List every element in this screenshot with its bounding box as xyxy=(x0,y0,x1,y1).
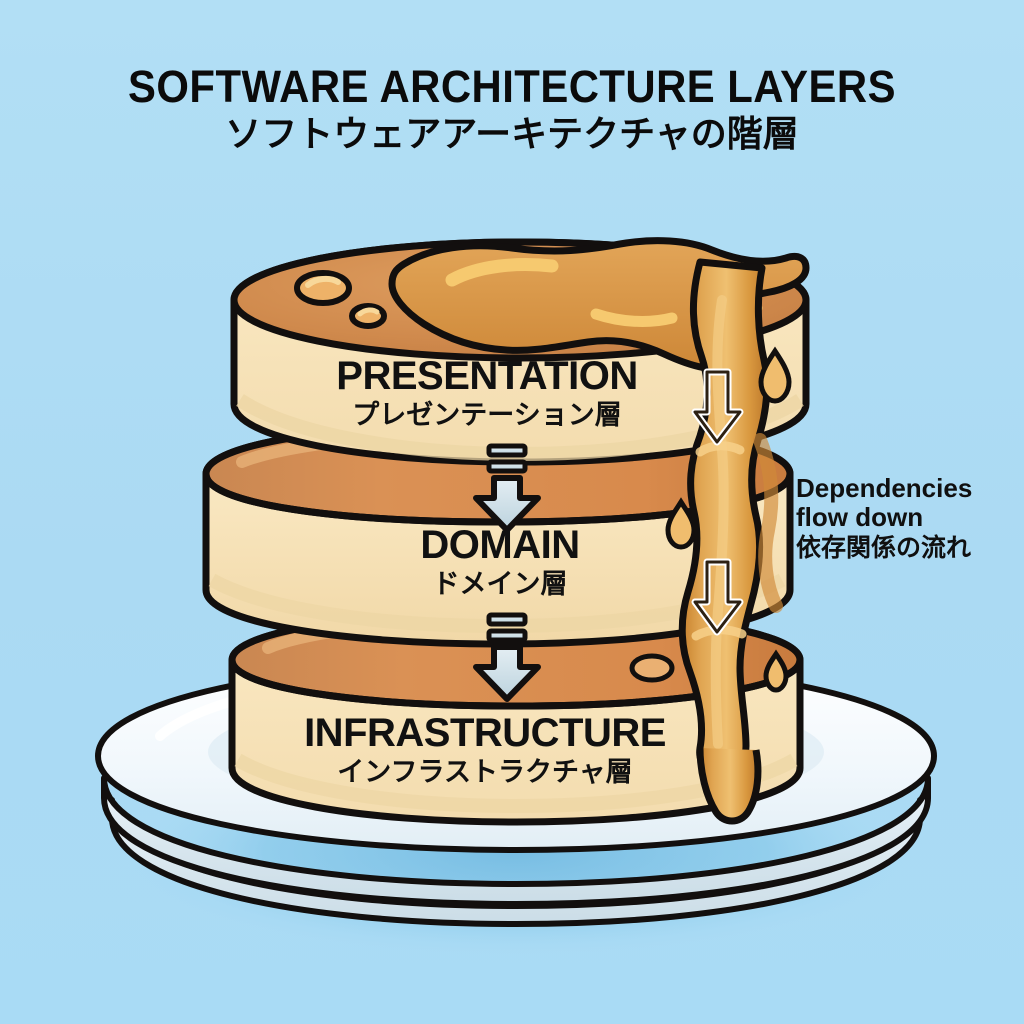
presentation-blister-small-highlight xyxy=(357,307,380,317)
infrastructure-blister xyxy=(629,653,675,683)
presentation-blister-large-highlight xyxy=(305,275,341,288)
syrup-secondary-trickle xyxy=(753,433,783,613)
syrup-drip-tail xyxy=(696,747,762,825)
syrup-blob-highlight-1 xyxy=(695,441,745,457)
plate-middle xyxy=(101,775,931,907)
dashed-track-icon-1b xyxy=(486,459,528,474)
syrup-arrow-group xyxy=(691,368,744,636)
syrup-down-arrow-icon-upper-outline xyxy=(693,370,742,444)
droplet-icon-presentation xyxy=(758,346,792,404)
syrup-highlight-2 xyxy=(590,308,678,327)
down-arrow-icon-1 xyxy=(473,475,541,533)
dashed-track-icon-2b xyxy=(486,628,528,643)
dashed-track-icon-2a xyxy=(486,612,528,627)
syrup-highlight-1 xyxy=(445,258,559,287)
dashed-track-icon-1a xyxy=(486,443,528,458)
droplet-icon-infrastructure xyxy=(763,649,789,693)
dependency-arrow-presentation-to-domain xyxy=(473,443,541,533)
down-arrow-icon-2 xyxy=(473,644,541,702)
dependency-arrow-domain-to-infrastructure xyxy=(473,612,541,702)
syrup-down-arrow-icon-lower-outline xyxy=(693,560,742,634)
